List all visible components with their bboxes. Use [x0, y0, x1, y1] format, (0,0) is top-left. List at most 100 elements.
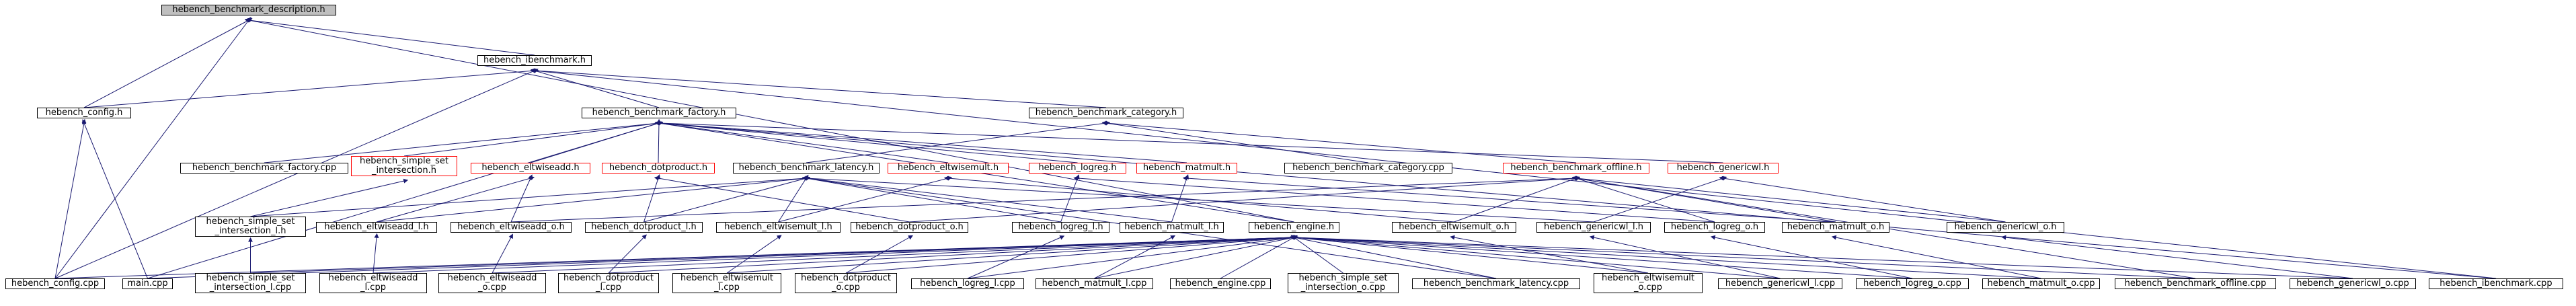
- edge-matmult_ocpp-to-engine: [1290, 235, 2041, 279]
- node-matmult[interactable]: hebench_matmult.h: [1136, 163, 1237, 174]
- edge-genericwl-to-factory: [654, 120, 1723, 163]
- node-genericwl-ocpp[interactable]: hebench_genericwl_o.cpp: [2290, 278, 2416, 289]
- edge-configcpp-to-config: [54, 118, 87, 279]
- node-eltadd[interactable]: hebench_eltwiseadd.h: [471, 163, 590, 174]
- node-simpleset-ocpp[interactable]: hebench_simple_set _intersection_o.cpp: [1288, 273, 1399, 293]
- node-ibench[interactable]: hebench_ibenchmark.h: [477, 55, 592, 66]
- edge-dotprod_ocpp-to-dotprod_o: [845, 235, 913, 274]
- node-genericwl-o[interactable]: hebench_genericwl_o.h: [1947, 222, 2064, 233]
- edge-simpleset_lcpp-to-engine: [250, 235, 1298, 274]
- edge-logreg_o-to-logreg: [1073, 176, 1715, 223]
- node-category[interactable]: hebench_benchmark_category.h: [1029, 108, 1183, 118]
- edge-eltadd_ocpp-to-engine: [492, 235, 1298, 274]
- edge-enginecpp-to-engine: [1220, 235, 1298, 279]
- edge-dotprod_o-to-offline: [909, 176, 1581, 223]
- edge-categorycpp-to-category: [1101, 120, 1369, 163]
- edge-configcpp-to-ibench: [54, 69, 539, 279]
- edge-eltmult_l-to-eltmult: [778, 176, 953, 223]
- node-logreg-o[interactable]: hebench_logreg_o.h: [1664, 222, 1765, 233]
- node-desc[interactable]: hebench_benchmark_description.h: [161, 5, 336, 15]
- edge-dotprod_lcpp-to-dotprod_l: [608, 234, 647, 274]
- edge-offlinecpp-to-engine: [1290, 235, 2196, 279]
- edge-dotprod-to-factory: [656, 118, 662, 163]
- edge-eltadd_l-to-eltadd: [376, 176, 535, 223]
- edge-eltmult_lcpp-to-engine: [726, 235, 1298, 274]
- edge-matmult-to-factory: [654, 120, 1187, 163]
- node-dotprod-ocpp[interactable]: hebench_dotproduct _o.cpp: [795, 273, 897, 293]
- node-dotprod-lcpp[interactable]: hebench_dotproduct _l.cpp: [558, 273, 659, 293]
- node-factory[interactable]: hebench_benchmark_factory.h: [582, 108, 736, 118]
- edge-logreg_lcpp-to-logreg_l: [967, 235, 1065, 279]
- node-enginecpp[interactable]: hebench_engine.cpp: [1170, 278, 1271, 289]
- node-logreg-lcpp[interactable]: hebench_logreg_l.cpp: [911, 278, 1024, 289]
- node-eltmult-o[interactable]: hebench_eltwisemult_o.h: [1392, 222, 1516, 233]
- edge-matmult_ocpp-to-matmult_o: [1831, 235, 2041, 279]
- node-dotprod-l[interactable]: hebench_dotproduct_l.h: [585, 222, 703, 233]
- node-ibenchcpp[interactable]: hebench_ibenchmark.cpp: [2429, 278, 2563, 289]
- edge-logreg_lcpp-to-engine: [967, 235, 1298, 279]
- node-offline[interactable]: hebench_benchmark_offline.h: [1503, 163, 1649, 174]
- edge-logreg_ocpp-to-engine: [1290, 235, 1913, 279]
- node-categorycpp[interactable]: hebench_benchmark_category.cpp: [1284, 163, 1452, 174]
- node-offlinecpp[interactable]: hebench_benchmark_offline.cpp: [2115, 278, 2276, 289]
- node-eltmult-lcpp[interactable]: hebench_eltwisemult _l.cpp: [672, 273, 781, 293]
- node-logreg-ocpp[interactable]: hebench_logreg_o.cpp: [1856, 278, 1969, 289]
- node-simpleset-l[interactable]: hebench_simple_set _intersection_l.h: [195, 217, 306, 237]
- edge-config-to-desc: [83, 18, 253, 108]
- node-latency[interactable]: hebench_benchmark_latency.h: [733, 163, 880, 174]
- node-genericwl[interactable]: hebench_genericwl.h: [1668, 163, 1779, 174]
- node-eltadd-l[interactable]: hebench_eltwiseadd_l.h: [316, 222, 437, 233]
- edge-genericwl_ocpp-to-engine: [1290, 235, 2353, 279]
- edge-ibench-to-desc: [244, 17, 535, 56]
- edge-latency-to-category: [806, 120, 1111, 163]
- edge-matmult_l-to-latency: [802, 176, 1172, 223]
- edge-maincpp-to-config: [82, 119, 148, 279]
- node-eltmult[interactable]: hebench_eltwisemult.h: [888, 163, 1009, 174]
- node-dotprod[interactable]: hebench_dotproduct.h: [602, 163, 715, 174]
- node-config[interactable]: hebench_config.h: [37, 108, 131, 118]
- node-genericwl-lcpp[interactable]: hebench_genericwl_l.cpp: [1718, 278, 1842, 289]
- node-eltmult-ocpp[interactable]: hebench_eltwisemult _o.cpp: [1594, 273, 1703, 293]
- node-latencycpp[interactable]: hebench_benchmark_latency.cpp: [1412, 278, 1580, 289]
- node-logreg[interactable]: hebench_logreg.h: [1029, 163, 1126, 174]
- edge-logreg_ocpp-to-logreg_o: [1710, 235, 1913, 279]
- node-maincpp[interactable]: main.cpp: [122, 278, 173, 289]
- node-eltadd-ocpp[interactable]: hebench_eltwiseadd _o.cpp: [438, 273, 546, 293]
- edge-eltmult_ocpp-to-engine: [1290, 235, 1649, 274]
- edge-eltmult_ocpp-to-eltmult_o: [1450, 235, 1649, 274]
- edge-maincpp-to-factory: [147, 120, 664, 279]
- node-simpleset[interactable]: hebench_simple_set _intersection.h: [351, 156, 457, 176]
- node-simpleset-lcpp[interactable]: hebench_simple_set _intersection_l.cpp: [195, 273, 306, 293]
- edge-genericwl_lcpp-to-genericwl_l: [1589, 235, 1781, 279]
- node-eltmult-l[interactable]: hebench_eltwisemult_l.h: [716, 222, 841, 233]
- edge-ibenchcpp-to-factory: [654, 120, 2497, 279]
- edge-eltmult-to-factory: [654, 120, 949, 163]
- edge-dotprod_l-to-dotprod: [643, 174, 661, 223]
- edge-factory-to-ibench: [530, 68, 660, 108]
- edge-simpleset-to-factory: [403, 120, 664, 157]
- edge-eltmult_l-to-latency: [778, 174, 809, 223]
- edge-latencycpp-to-engine: [1290, 235, 1497, 279]
- node-configcpp[interactable]: hebench_config.cpp: [5, 278, 105, 289]
- edge-dotprod_l-to-latency: [643, 176, 811, 223]
- node-logreg-l[interactable]: hebench_logreg_l.h: [1012, 222, 1109, 233]
- edge-logreg-to-factory: [654, 120, 1078, 163]
- node-matmult-ocpp[interactable]: hebench_matmult_o.cpp: [1982, 278, 2100, 289]
- node-matmult-l[interactable]: hebench_matmult_l.h: [1120, 222, 1224, 233]
- edge-genericwl_l-to-genericwl: [1593, 176, 1727, 223]
- edge-genericwl_ocpp-to-genericwl_o: [2001, 235, 2353, 279]
- edge-eltadd_o-to-eltadd: [510, 174, 533, 223]
- node-eltadd-o[interactable]: hebench_eltwiseadd_o.h: [451, 222, 572, 233]
- node-factorycpp[interactable]: hebench_benchmark_factory.cpp: [180, 163, 348, 174]
- node-engine[interactable]: hebench_engine.h: [1249, 222, 1339, 233]
- edge-dotprod_o-to-dotprod: [654, 176, 910, 223]
- node-matmult-o[interactable]: hebench_matmult_o.h: [1782, 222, 1889, 233]
- node-genericwl-l[interactable]: hebench_genericwl_l.h: [1536, 222, 1651, 233]
- node-dotprod-o[interactable]: hebench_dotproduct_o.h: [851, 222, 968, 233]
- edge-logreg_o-to-offline: [1571, 176, 1715, 223]
- node-eltadd-lcpp[interactable]: hebench_eltwiseadd _l.cpp: [319, 273, 427, 293]
- edge-eltadd_ocpp-to-eltadd_o: [492, 233, 513, 274]
- edge-config-to-ibench: [83, 68, 539, 108]
- node-matmult-lcpp[interactable]: hebench_matmult_l.cpp: [1036, 278, 1153, 289]
